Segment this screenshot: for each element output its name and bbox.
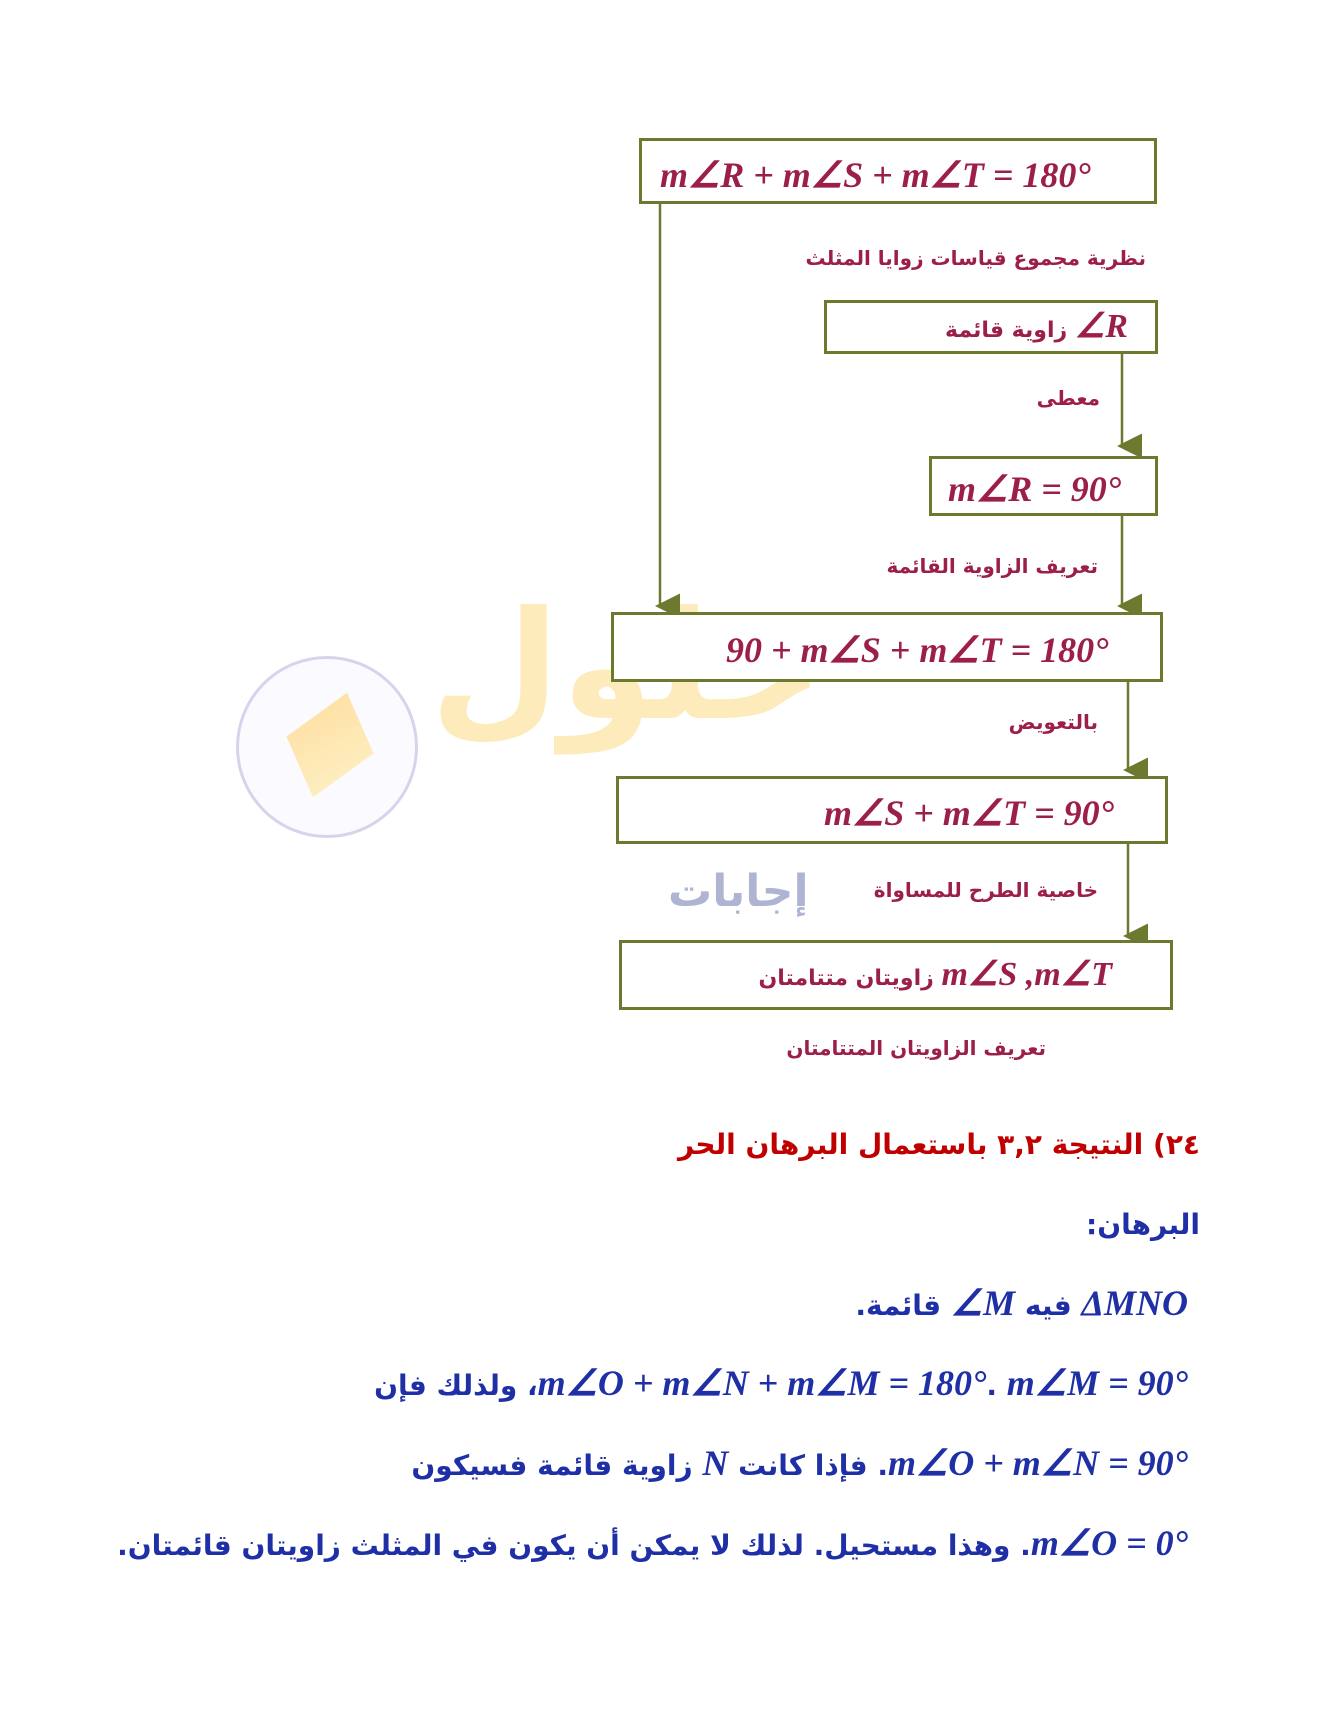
flow-reason-5: خاصية الطرح للمساواة <box>873 878 1098 902</box>
flow-reason-2: معطى <box>1036 386 1100 410</box>
flow-box-2-text: زاوية قائمة <box>944 318 1068 343</box>
watermark-sub-text: إجابات <box>668 866 809 917</box>
flow-reason-4: بالتعويض <box>1008 710 1098 734</box>
proof-line-4-text-a: . وهذا مستحيل. لذلك لا يمكن أن يكون في ا… <box>117 1529 1031 1562</box>
proof-label: البرهان: <box>1086 1208 1200 1241</box>
proof-line-1: ΔMNO فيه ∠M قائمة. <box>855 1282 1188 1324</box>
flow-box-1-math: m∠R + m∠S + m∠T = 180° <box>660 155 1091 195</box>
section-heading: ٢٤) النتيجة ٣,٢ باستعمال البرهان الحر <box>678 1128 1200 1161</box>
flow-box-5-math: m∠S + m∠T = 90° <box>824 793 1114 833</box>
proof-line-1-math-b: ∠M <box>950 1283 1016 1323</box>
proof-line-4: m∠O = 0°. وهذا مستحيل. لذلك لا يمكن أن ي… <box>117 1522 1188 1564</box>
flow-box-1 <box>639 138 1157 204</box>
flow-reason-3: تعريف الزاوية القائمة <box>886 554 1098 578</box>
flow-box-6-math: m∠S ,m∠T <box>941 956 1112 993</box>
proof-line-3-math-b: N <box>702 1443 729 1483</box>
flow-box-4 <box>611 612 1163 682</box>
flow-box-4-math: 90 + m∠S + m∠T = 180° <box>726 630 1109 670</box>
flow-box-6-content: m∠S ,m∠T زاويتان متتامتان <box>758 954 1112 994</box>
proof-line-2-text-a: . <box>986 1369 1007 1402</box>
proof-line-2-math: m∠O + m∠N + m∠M = 180° <box>537 1363 987 1403</box>
proof-line-3-math: m∠O + m∠N = 90° <box>888 1443 1188 1483</box>
proof-line-2-text-b: ، ولذلك فإن <box>374 1369 538 1402</box>
proof-line-4-math: m∠O = 0° <box>1030 1523 1188 1563</box>
proof-line-3-text-a: . فإذا كانت <box>728 1449 889 1482</box>
proof-line-3: m∠O + m∠N = 90°. فإذا كانت N زاوية قائمة… <box>411 1442 1188 1484</box>
proof-line-1-math: ΔMNO <box>1081 1283 1188 1323</box>
proof-line-2-math-b: m∠M = 90° <box>1006 1363 1188 1403</box>
flow-reason-1: نظرية مجموع قياسات زوايا المثلث <box>805 246 1146 270</box>
proof-line-3-text-b: زاوية قائمة فسيكون <box>411 1449 703 1482</box>
flow-box-5 <box>616 776 1168 844</box>
proof-line-1-text-a: فيه <box>1015 1289 1082 1322</box>
flow-box-3 <box>929 456 1158 516</box>
flow-box-6 <box>619 940 1173 1010</box>
flow-box-6-text: زاويتان متتامتان <box>758 966 934 991</box>
proof-line-2: m∠O + m∠N + m∠M = 180°. m∠M = 90° ، ولذلك… <box>374 1362 1188 1404</box>
flow-box-2-math: ∠R <box>1074 308 1128 345</box>
flow-box-2 <box>824 300 1158 354</box>
flow-reason-6: تعريف الزاويتان المتتامتان <box>786 1036 1046 1060</box>
flow-box-2-content: ∠R زاوية قائمة <box>945 306 1128 346</box>
proof-line-1-text-b: قائمة. <box>855 1289 951 1322</box>
flow-box-3-math: m∠R = 90° <box>948 469 1122 509</box>
